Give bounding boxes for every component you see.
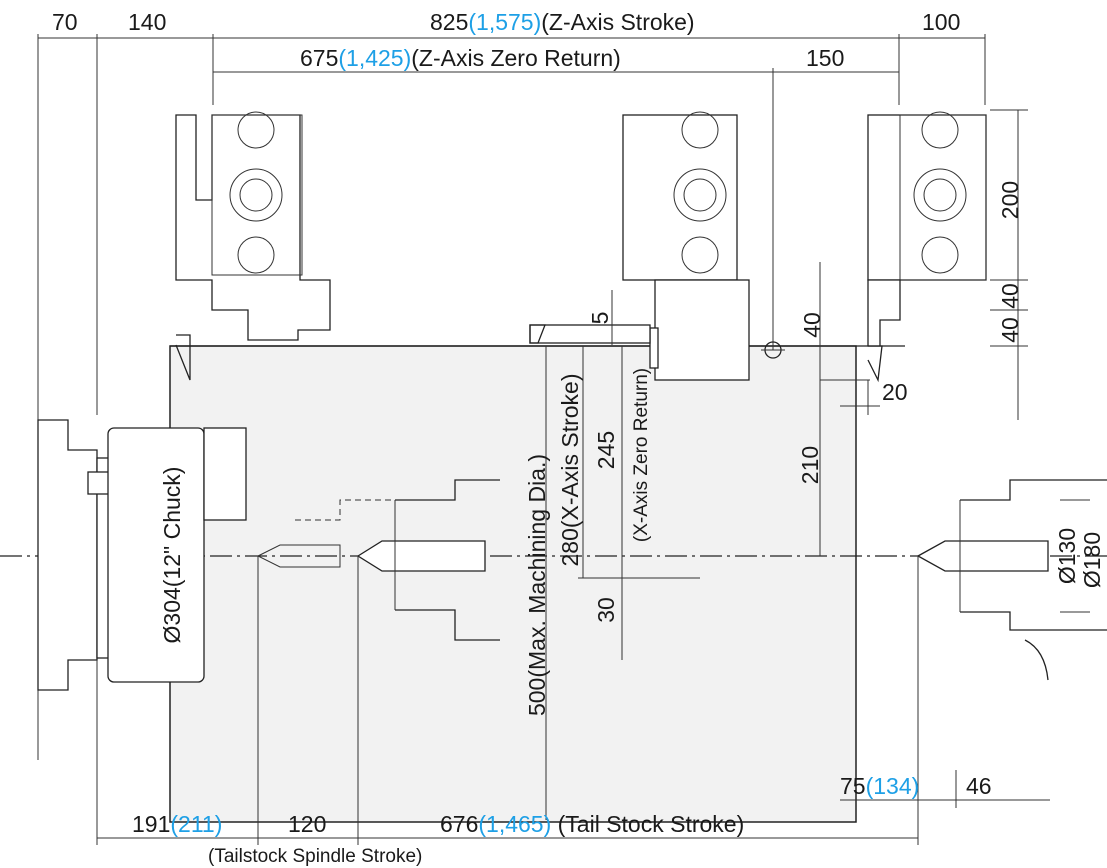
chuck <box>37 419 247 691</box>
dim-x-axis-zero-return: (X-Axis Zero Return) <box>631 368 652 542</box>
turret-center <box>529 111 750 381</box>
dim-z-axis-zero-return: 675(1,425)(Z-Axis Zero Return) <box>300 45 621 71</box>
dim-tail-stock-stroke: 676(1,465) (Tail Stock Stroke) <box>440 811 744 837</box>
dim-5: 5 <box>587 312 613 325</box>
dim-210: 210 <box>797 446 823 484</box>
dim-75: 75(134) <box>840 773 919 799</box>
dim-191: 191(211) <box>132 811 222 837</box>
dim-120: 120 <box>288 811 326 837</box>
dim-70: 70 <box>52 9 78 35</box>
tailstock-center-left <box>256 499 400 568</box>
dim-x-axis-stroke: 280(X-Axis Stroke) <box>557 373 583 566</box>
turret-right <box>867 111 987 383</box>
dim-d180: Ø180 <box>1079 532 1105 588</box>
dim-40-upper: 40 <box>997 283 1023 309</box>
dim-20: 20 <box>882 379 908 405</box>
machining-work-area <box>169 345 857 823</box>
dim-150: 150 <box>806 45 844 71</box>
dim-200: 200 <box>997 181 1023 219</box>
dim-140: 140 <box>128 9 166 35</box>
turret-left <box>175 111 331 381</box>
dim-z-axis-stroke: 825(1,575)(Z-Axis Stroke) <box>430 9 695 35</box>
dim-40-lower: 40 <box>997 317 1023 343</box>
dim-100: 100 <box>922 9 960 35</box>
dim-245: 245 <box>593 431 619 469</box>
tailstock-center-middle <box>356 479 500 641</box>
dim-30: 30 <box>593 597 619 623</box>
dim-46: 46 <box>966 773 992 799</box>
dim-chuck-diameter: Ø304(12" Chuck) <box>159 467 185 644</box>
dim-40-turret: 40 <box>799 312 825 338</box>
tailstock-right <box>916 479 1107 681</box>
dim-max-machining-dia: 500(Max. Machining Dia.) <box>524 454 550 716</box>
dim-tailstock-spindle-stroke: (Tailstock Spindle Stroke) <box>208 846 422 867</box>
dim-d130: Ø130 <box>1054 528 1080 584</box>
